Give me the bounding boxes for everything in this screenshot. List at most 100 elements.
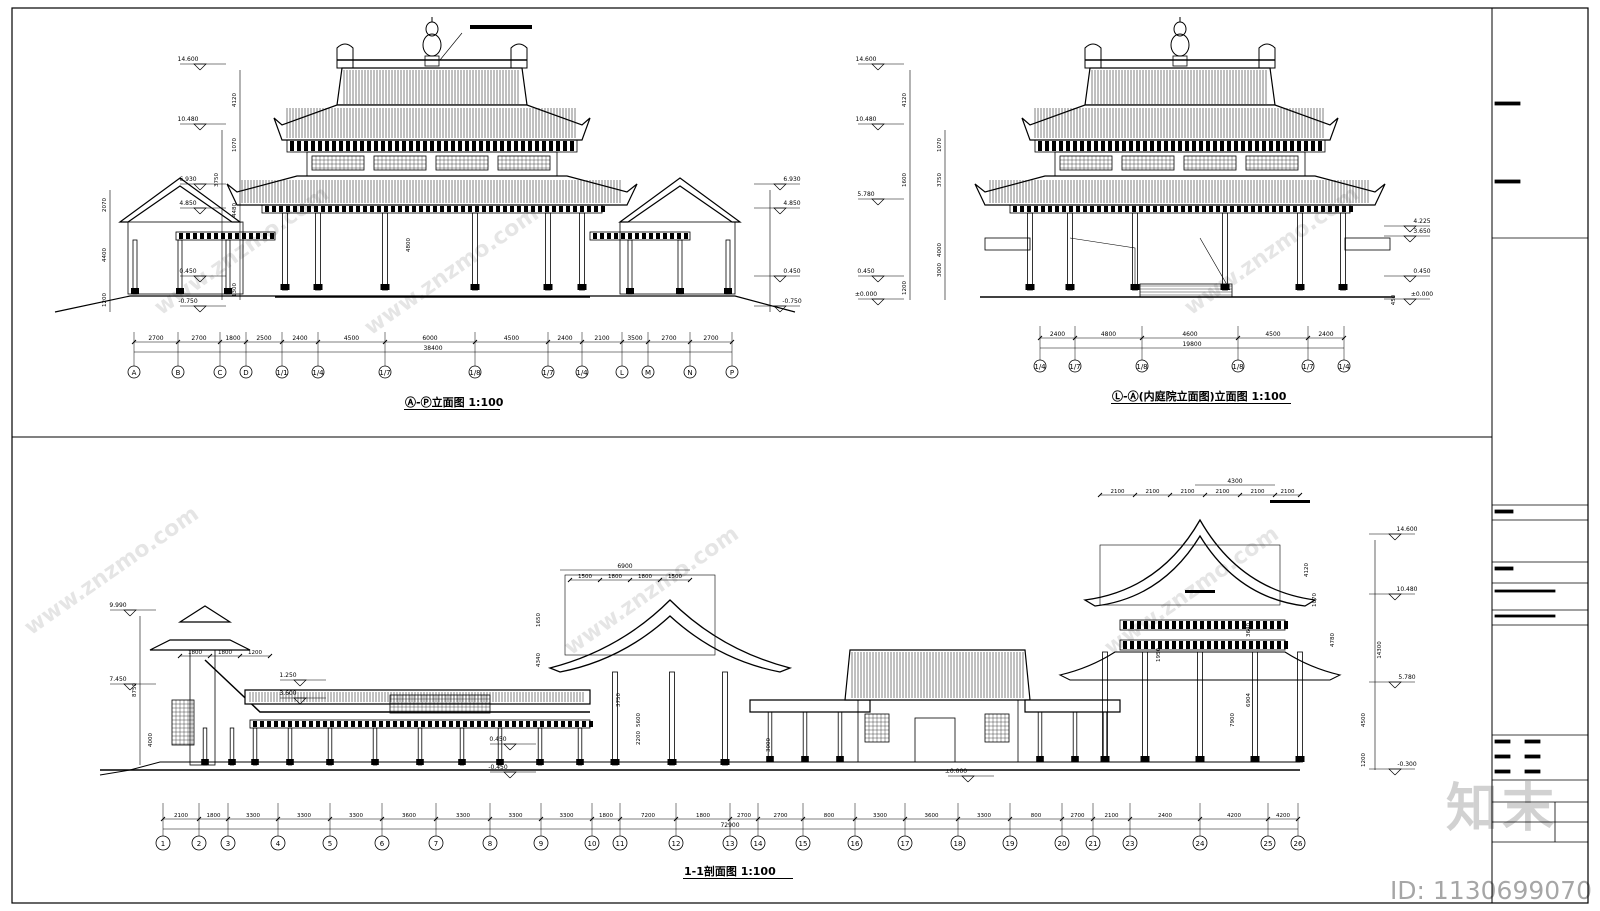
dimension-label: 7200 xyxy=(641,813,655,819)
axis-label: 7 xyxy=(434,840,438,848)
axis-label: 19 xyxy=(1006,840,1015,848)
dougong-bracket xyxy=(332,141,336,151)
axis-label: 14 xyxy=(754,840,763,848)
dougong-bracket xyxy=(635,233,639,239)
dougong-bracket xyxy=(428,721,432,727)
axis-bubble xyxy=(155,835,171,851)
dougong-bracket xyxy=(1132,206,1136,212)
axis-label: 2 xyxy=(197,840,201,848)
dougong-bracket xyxy=(1342,206,1346,212)
column-base xyxy=(1338,284,1348,290)
dougong-bracket xyxy=(600,233,604,239)
elevation-inner-courtyard: 14.60010.4805.7800.450±0.0004.2253.6500.… xyxy=(855,17,1433,373)
dougong-bracket xyxy=(447,206,451,212)
dimension-label: 2100 xyxy=(1146,489,1160,495)
ridge-beast xyxy=(1084,43,1102,69)
dougong-bracket xyxy=(1059,141,1063,151)
dougong-bracket xyxy=(1174,206,1178,212)
dougong-bracket xyxy=(1181,206,1185,212)
elevation-inner-caption: Ⓛ-Ⓐ(内庭院立面图)立面图 1:100 xyxy=(1112,390,1287,403)
dougong-bracket xyxy=(1227,141,1231,151)
dougong-bracket xyxy=(1129,141,1133,151)
pavilion-lower-eave xyxy=(1058,651,1342,681)
dougong-bracket xyxy=(1192,141,1196,151)
column-base xyxy=(1295,756,1305,762)
column-base xyxy=(131,288,139,294)
dimension-label: 2100 xyxy=(1105,813,1119,819)
dougong-bracket xyxy=(377,206,381,212)
axis-bubble xyxy=(1033,359,1047,373)
dougong-bracket xyxy=(286,206,290,212)
upper-eave xyxy=(273,104,591,141)
lattice-panel xyxy=(1121,155,1175,171)
dougong-bracket xyxy=(1188,206,1192,212)
axis-label: 1/4 xyxy=(576,369,588,377)
lattice-panel xyxy=(311,155,365,171)
dougong-bracket xyxy=(628,233,632,239)
column-base xyxy=(224,288,232,294)
dougong-bracket xyxy=(458,141,462,151)
dougong-bracket xyxy=(531,206,535,212)
outer-frame xyxy=(11,7,1589,904)
dimension-label: 6000 xyxy=(422,335,437,342)
dougong-bracket xyxy=(470,721,474,727)
dougong-bracket xyxy=(1304,141,1308,151)
axis-label: 18 xyxy=(954,840,963,848)
dougong-bracket xyxy=(316,721,320,727)
column-base xyxy=(724,288,732,294)
dougong-bracket xyxy=(1179,621,1183,629)
axis-label: M xyxy=(645,369,651,377)
column-base xyxy=(1100,756,1110,762)
dougong-bracket xyxy=(528,141,532,151)
dougong-bracket xyxy=(1158,641,1162,649)
dougong-bracket xyxy=(1223,206,1227,212)
dougong-bracket xyxy=(575,721,579,727)
dougong-bracket xyxy=(556,141,560,151)
dougong-bracket xyxy=(221,233,225,239)
dimension-label: 3640 xyxy=(1246,623,1252,637)
dimension-label: 3750 xyxy=(214,173,220,187)
dimension-label: 2400 xyxy=(292,335,307,342)
total-dimension-label: 19800 xyxy=(1182,341,1201,348)
dougong-bracket xyxy=(503,206,507,212)
dimension-tick xyxy=(267,653,273,659)
dougong-bracket xyxy=(1242,621,1246,629)
dougong-bracket xyxy=(260,721,264,727)
dougong-bracket xyxy=(1179,641,1183,649)
dougong-bracket xyxy=(200,233,204,239)
dougong-bracket xyxy=(1272,206,1276,212)
column-base xyxy=(176,288,184,294)
axis-bubble xyxy=(533,835,549,851)
dougong-bracket xyxy=(1277,641,1281,649)
dougong-bracket xyxy=(524,206,528,212)
dougong-bracket xyxy=(1160,206,1164,212)
column-base xyxy=(1071,756,1079,762)
dougong-bracket xyxy=(321,206,325,212)
dimension-label: 4200 xyxy=(1276,813,1290,819)
link-corridor-roof xyxy=(1024,699,1121,713)
annotation-bar xyxy=(1185,590,1215,593)
dimension-label: 2700 xyxy=(191,335,206,342)
dougong-bracket xyxy=(1104,206,1108,212)
dougong-bracket xyxy=(1083,206,1087,212)
dougong-bracket xyxy=(311,141,315,151)
dougong-bracket xyxy=(274,721,278,727)
dougong-bracket xyxy=(649,233,653,239)
dimension-label: 1800 xyxy=(207,813,221,819)
axis-bubble xyxy=(722,835,738,851)
image-id-watermark: ID: 1130699070 xyxy=(1389,876,1592,905)
dougong-bracket xyxy=(517,206,521,212)
column-base xyxy=(1195,756,1205,762)
dougong-bracket xyxy=(337,721,341,727)
dougong-bracket xyxy=(1066,141,1070,151)
dougong-bracket xyxy=(409,141,413,151)
dougong-bracket xyxy=(1136,141,1140,151)
dougong-bracket xyxy=(607,233,611,239)
column-base xyxy=(228,759,236,765)
dougong-bracket xyxy=(242,233,246,239)
axis-bubble xyxy=(641,365,655,379)
dimension-label: 1600 xyxy=(902,173,908,187)
upper-eave xyxy=(1021,104,1339,141)
dougong-bracket xyxy=(486,141,490,151)
dougong-bracket xyxy=(514,141,518,151)
